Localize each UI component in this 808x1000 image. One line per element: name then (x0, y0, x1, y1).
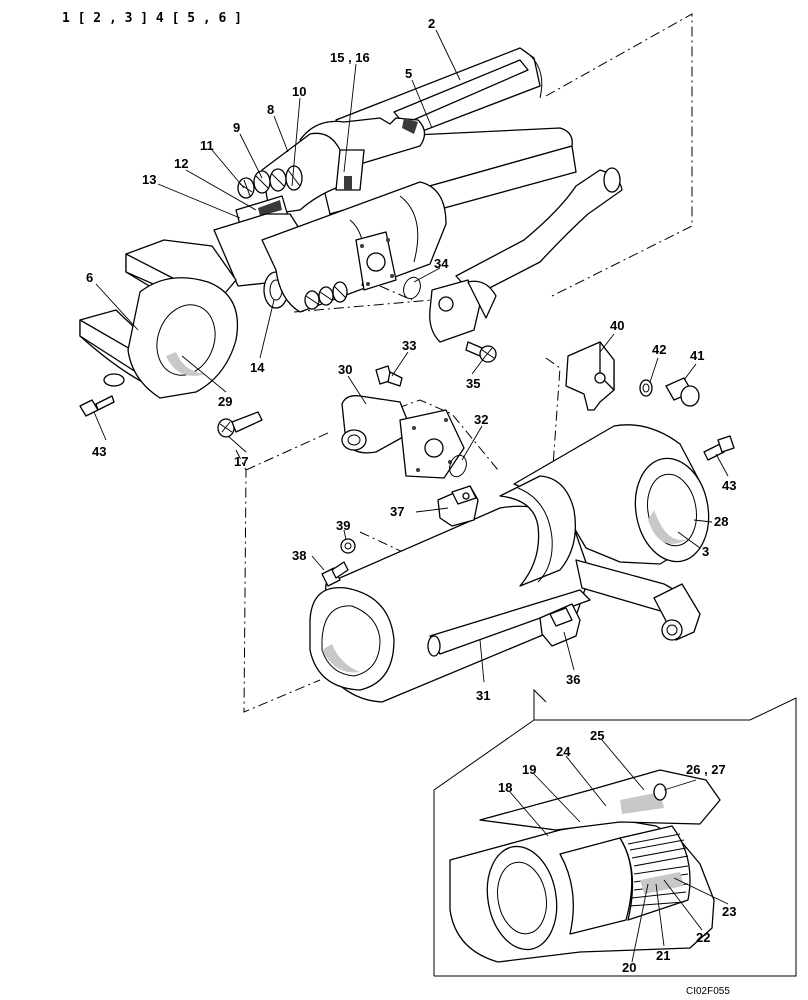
callout-41: 41 (690, 348, 704, 363)
callout-23: 23 (722, 904, 736, 919)
callout-22: 22 (696, 930, 710, 945)
callout-10: 10 (292, 84, 306, 99)
loose-parts-upper (79, 341, 497, 479)
part-callouts: 2 5 15 , 16 10 8 9 11 12 13 6 14 29 43 1… (86, 16, 736, 975)
callout-39: 39 (336, 518, 350, 533)
cylinder-tube-assembly (309, 424, 735, 703)
callout-18: 18 (498, 780, 512, 795)
callout-9: 9 (233, 120, 240, 135)
callout-6: 6 (86, 270, 93, 285)
callout-34: 34 (434, 256, 449, 271)
callout-20: 20 (622, 960, 636, 975)
callout-14: 14 (250, 360, 265, 375)
callout-38: 38 (292, 548, 306, 563)
assembly-reference-lines (235, 13, 693, 713)
callout-26-27: 26 , 27 (686, 762, 726, 777)
callout-33: 33 (402, 338, 416, 353)
callout-15-16: 15 , 16 (330, 50, 370, 65)
callout-40: 40 (610, 318, 624, 333)
callout-29: 29 (218, 394, 232, 409)
callout-3: 3 (702, 544, 709, 559)
piston-detail-inset (433, 688, 797, 977)
callout-13: 13 (142, 172, 156, 187)
callout-31: 31 (476, 688, 490, 703)
callout-17: 17 (234, 454, 248, 469)
callout-8: 8 (267, 102, 274, 117)
callout-25: 25 (590, 728, 604, 743)
callout-43-left: 43 (92, 444, 106, 459)
callout-2: 2 (428, 16, 435, 31)
callout-32: 32 (474, 412, 488, 427)
clamp-parts (565, 341, 700, 411)
rod-end-assembly (79, 47, 623, 399)
callout-19: 19 (522, 762, 536, 777)
callout-36: 36 (566, 672, 580, 687)
drawing-code: CI02F055 (686, 986, 730, 997)
callout-12: 12 (174, 156, 188, 171)
leader-lines (93, 29, 729, 963)
callout-28: 28 (714, 514, 728, 529)
callout-37: 37 (390, 504, 404, 519)
callout-24: 24 (556, 744, 571, 759)
variant-header: 1 [ 2 , 3 ] 4 [ 5 , 6 ] (62, 11, 242, 26)
callout-21: 21 (656, 948, 670, 963)
callout-30: 30 (338, 362, 352, 377)
callout-43-right: 43 (722, 478, 736, 493)
callout-11: 11 (200, 138, 214, 153)
callout-5: 5 (405, 66, 412, 81)
callout-42: 42 (652, 342, 666, 357)
callout-35: 35 (466, 376, 480, 391)
